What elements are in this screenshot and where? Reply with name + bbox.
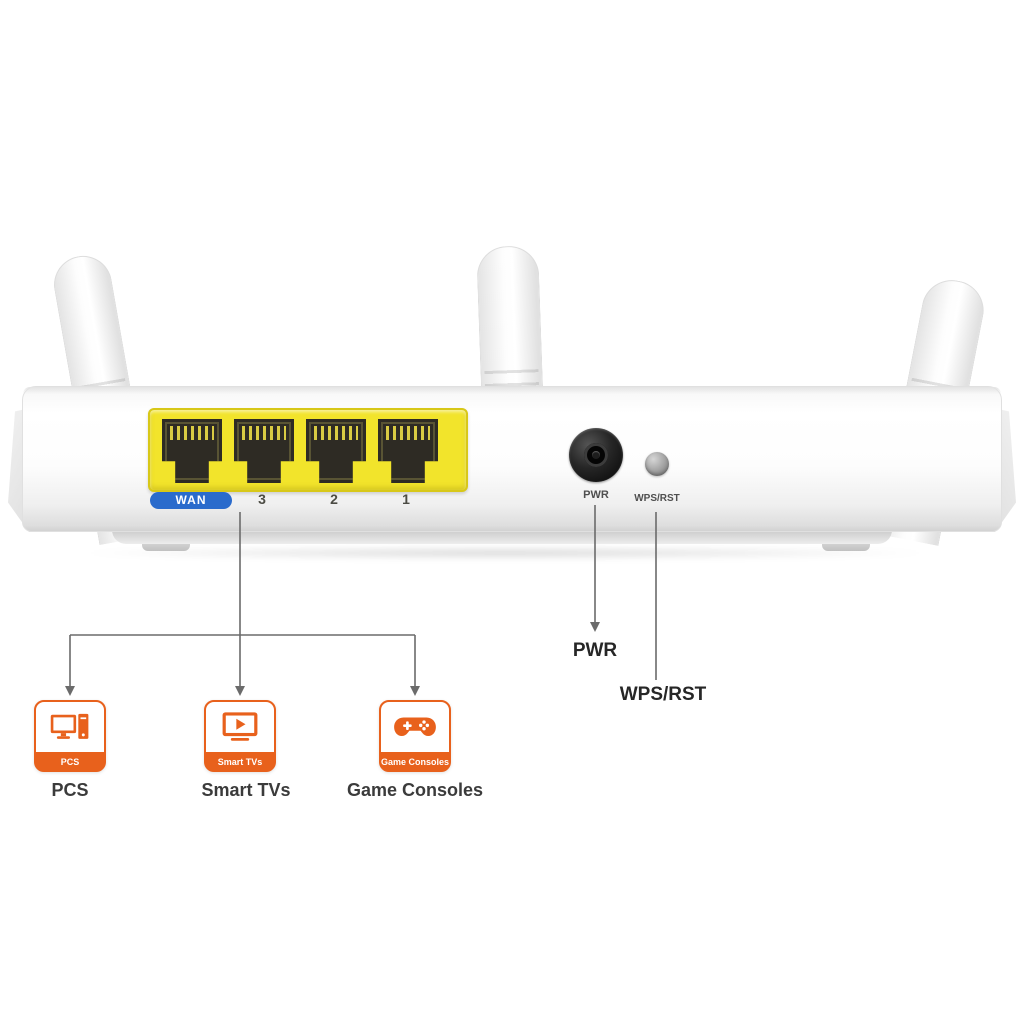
desktop-pc-icon — [36, 702, 104, 752]
arrow-down-icon — [65, 686, 75, 696]
router-foot-right — [822, 541, 870, 551]
arrow-down-icon — [410, 686, 420, 696]
device-card-game-consoles: Game Consoles — [379, 700, 451, 772]
smart-tv-icon — [206, 702, 274, 752]
wps-reset-button — [645, 452, 669, 476]
power-jack — [569, 428, 623, 482]
lan-port-label-3: 3 — [258, 491, 266, 507]
power-jack-pin — [592, 451, 600, 459]
device-card-badge: Smart TVs — [205, 752, 275, 771]
device-label-pcs: PCS — [51, 780, 89, 800]
ethernet-port-2 — [306, 419, 366, 483]
router-bottom-edge — [112, 528, 892, 544]
device-card-pcs: PCS — [34, 700, 106, 772]
lan-port-label-2: 2 — [330, 491, 338, 507]
port-pins — [170, 426, 214, 440]
power-jack-inner — [584, 443, 608, 467]
gamepad-icon — [381, 702, 449, 752]
wps-reset-callout-label: WPS/RST — [619, 684, 707, 705]
device-card-smart-tvs: Smart TVs — [204, 700, 276, 772]
lan-port-label-1: 1 — [402, 491, 410, 507]
device-card-badge: PCS — [35, 752, 105, 771]
power-callout-label: PWR — [572, 640, 618, 661]
ethernet-port-1 — [378, 419, 438, 483]
wps-port-label: WPS/RST — [634, 493, 680, 504]
arrow-down-icon — [590, 622, 600, 632]
device-label-game-consoles: Game Consoles — [346, 780, 484, 800]
ethernet-port-3 — [234, 419, 294, 483]
port-pins — [314, 426, 358, 440]
port-pins — [242, 426, 286, 440]
ethernet-port-panel — [148, 408, 468, 492]
device-card-badge: Game Consoles — [380, 752, 450, 771]
router-foot-left — [142, 541, 190, 551]
wan-port-label: WAN — [150, 492, 232, 509]
power-port-label: PWR — [583, 489, 609, 501]
port-pins — [386, 426, 430, 440]
router-shadow — [70, 546, 940, 560]
arrow-down-icon — [235, 686, 245, 696]
ethernet-port-wan — [162, 419, 222, 483]
device-label-smart-tvs: Smart TVs — [201, 780, 291, 800]
